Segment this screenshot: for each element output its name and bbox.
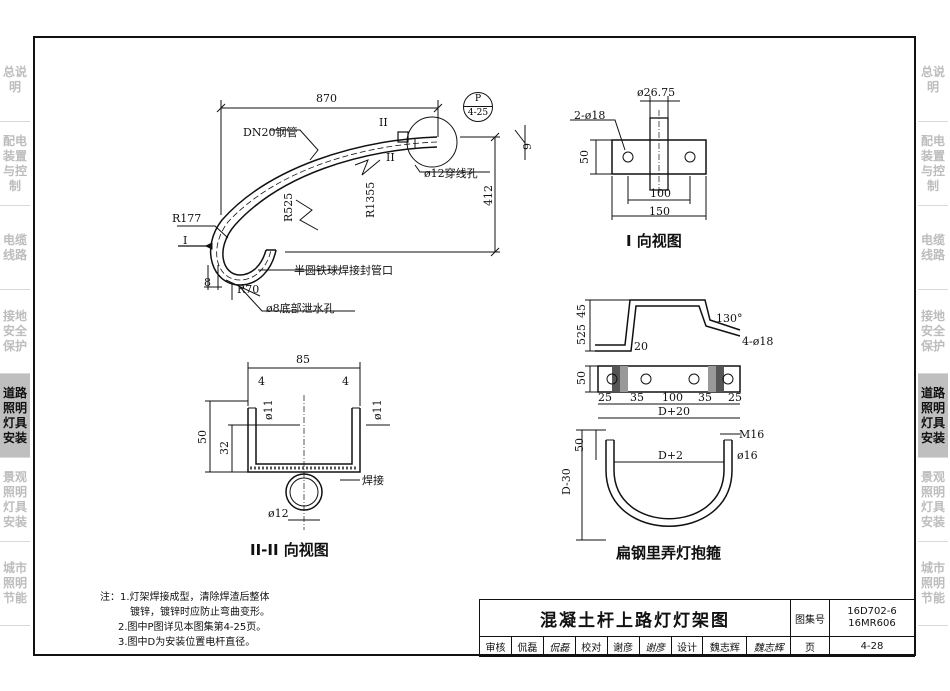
- dim-8: 8: [204, 276, 211, 289]
- note-line: 3.图中D为安装位置电杆直径。: [118, 637, 256, 648]
- sidebar-item[interactable]: 配电装置与控制: [0, 122, 30, 206]
- view-ii-d11a: ø11: [262, 399, 275, 420]
- view-i-holes: 2-ø18: [574, 109, 606, 122]
- lamp-arm: [177, 100, 526, 312]
- note-line: 镀锌，镀锌时应防止弯曲变形。: [130, 607, 270, 618]
- weld-cap-label: 半圆铁球焊接封管口: [294, 264, 393, 277]
- view-i-title: I 向视图: [626, 232, 682, 250]
- sidebar-item[interactable]: 总说明: [0, 38, 30, 122]
- section-mark-top: II: [379, 116, 388, 129]
- r1355-label: R1355: [364, 181, 377, 218]
- hoop-s100: 100: [662, 391, 683, 404]
- view-i-mark: I: [183, 234, 188, 247]
- hoop-d525: 525: [575, 324, 588, 345]
- hoop-s25a: 25: [598, 391, 612, 404]
- hoop-dminus30: D-30: [560, 468, 573, 495]
- hoop-s25b: 25: [728, 391, 742, 404]
- hole-label: ø12穿线孔: [424, 167, 478, 180]
- r70-label: R70: [237, 283, 260, 296]
- hoop-s35a: 35: [630, 391, 644, 404]
- right-sidebar: 总说明配电装置与控制电缆线路接地安全保护道路照明灯具安装景观照明灯具安装城市照明…: [918, 38, 948, 626]
- hoop-d45: 45: [575, 304, 588, 318]
- view-ii-h50: 50: [196, 430, 209, 444]
- hoop-d20: 20: [634, 340, 648, 353]
- view-i-h50: 50: [578, 150, 591, 164]
- hoop-angle: 130°: [716, 312, 743, 325]
- hoop-title: 扁钢里弄灯抱箍: [616, 544, 722, 562]
- hoop-h50b: 50: [573, 438, 586, 452]
- drawing-title: 混凝土杆上路灯灯架图: [479, 599, 791, 637]
- design-name: 魏志辉: [702, 636, 748, 657]
- drain-hole-label: ø8底部泄水孔: [266, 302, 335, 315]
- hoop-h50: 50: [575, 371, 588, 385]
- dim-9: 9: [521, 143, 534, 150]
- view-i-plate: [570, 96, 707, 220]
- view-ii-channel: [205, 362, 390, 530]
- pipe-label: DN20钢管: [243, 126, 298, 139]
- review-signature: 侃磊: [542, 636, 576, 657]
- r177-label: R177: [172, 212, 202, 225]
- r525-label: R525: [282, 192, 295, 222]
- hoop-holes: 4-ø18: [742, 335, 774, 348]
- view-ii-weld: 焊接: [362, 474, 384, 487]
- sidebar-item[interactable]: 城市照明节能: [0, 542, 30, 626]
- note-line: 2.图中P图详见本图集第4-25页。: [118, 622, 267, 633]
- hoop-d16: ø16: [737, 449, 758, 462]
- check-signature: 谢彦: [638, 636, 672, 657]
- view-i-dia: ø26.75: [637, 86, 676, 99]
- hoop: [576, 299, 741, 541]
- dim-870: 870: [316, 92, 337, 105]
- review-label: 审核: [479, 636, 512, 657]
- view-ii-d11b: ø11: [371, 399, 384, 420]
- design-signature: 魏志辉: [746, 636, 791, 657]
- sidebar-item[interactable]: 道路照明灯具安装: [0, 374, 30, 458]
- sidebar-item[interactable]: 电缆线路: [918, 206, 948, 290]
- view-ii-t4b: 4: [342, 375, 349, 388]
- review-name: 侃磊: [510, 636, 544, 657]
- design-label: 设计: [670, 636, 704, 657]
- atlas-label: 图集号: [790, 599, 830, 637]
- sidebar-item[interactable]: 景观照明灯具安装: [0, 458, 30, 542]
- dim-412: 412: [482, 185, 495, 206]
- view-ii-h32: 32: [218, 441, 231, 455]
- sidebar-item[interactable]: 景观照明灯具安装: [918, 458, 948, 542]
- view-ii-t4a: 4: [258, 375, 265, 388]
- view-ii-w85: 85: [296, 353, 310, 366]
- note-line: 注：1.灯架焊接成型，清除焊渣后整体: [100, 592, 270, 603]
- view-ii-d12: ø12: [268, 507, 289, 520]
- sidebar-item[interactable]: 总说明: [918, 38, 948, 122]
- page-number: 4-28: [829, 636, 915, 657]
- notes: 注：1.灯架焊接成型，清除焊渣后整体 镀锌，镀锌时应防止弯曲变形。 2.图中P图…: [100, 590, 270, 650]
- check-label: 校对: [574, 636, 608, 657]
- view-i-w100: 100: [650, 187, 671, 200]
- view-i-w150: 150: [649, 205, 670, 218]
- hoop-dplus2: D+2: [658, 449, 684, 462]
- left-sidebar: 总说明配电装置与控制电缆线路接地安全保护道路照明灯具安装景观照明灯具安装城市照明…: [0, 38, 30, 626]
- page-label: 页: [790, 636, 830, 657]
- check-name: 谢彦: [606, 636, 640, 657]
- hoop-dplus20: D+20: [658, 405, 691, 418]
- sidebar-item[interactable]: 配电装置与控制: [918, 122, 948, 206]
- sidebar-item[interactable]: 城市照明节能: [918, 542, 948, 626]
- sidebar-item[interactable]: 电缆线路: [0, 206, 30, 290]
- section-mark-bottom: II: [386, 151, 395, 164]
- hoop-s35b: 35: [698, 391, 712, 404]
- sidebar-item[interactable]: 接地安全保护: [0, 290, 30, 374]
- hoop-m16: M16: [739, 428, 765, 441]
- sidebar-item[interactable]: 接地安全保护: [918, 290, 948, 374]
- drawing-frame: [33, 36, 916, 656]
- view-ii-title: II-II 向视图: [250, 541, 329, 559]
- sidebar-item[interactable]: 道路照明灯具安装: [918, 374, 948, 458]
